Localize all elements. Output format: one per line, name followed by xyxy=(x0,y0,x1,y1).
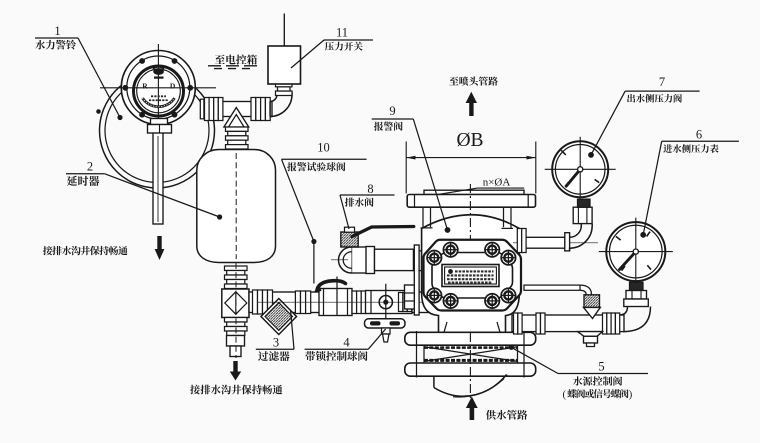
svg-text:11: 11 xyxy=(336,26,348,40)
svg-text:D: D xyxy=(170,82,176,91)
svg-text:4: 4 xyxy=(343,336,350,350)
svg-text:5: 5 xyxy=(598,360,604,374)
svg-text:ØB: ØB xyxy=(456,130,483,151)
svg-text:n×ØA: n×ØA xyxy=(483,177,511,189)
svg-text:R: R xyxy=(142,82,148,91)
svg-text:7: 7 xyxy=(659,75,665,89)
svg-text:8: 8 xyxy=(367,182,373,196)
svg-text:3: 3 xyxy=(273,336,279,350)
svg-text:2: 2 xyxy=(87,160,93,174)
svg-text:6: 6 xyxy=(696,128,702,142)
svg-text:9: 9 xyxy=(389,104,395,118)
svg-text:10: 10 xyxy=(317,141,330,155)
svg-text:(: ( xyxy=(562,390,566,401)
svg-text:): ) xyxy=(629,390,633,401)
svg-text:1: 1 xyxy=(54,24,60,38)
